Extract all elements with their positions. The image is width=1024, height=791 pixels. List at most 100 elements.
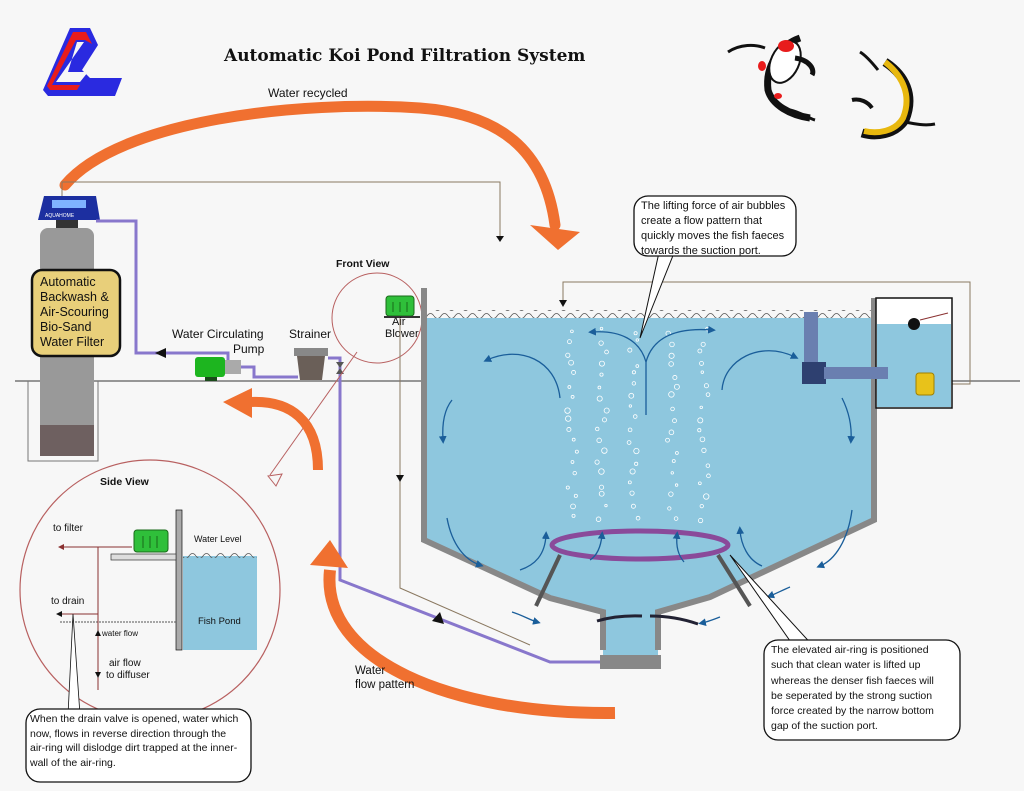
- fish-pond-label: Fish Pond: [198, 616, 241, 627]
- air-bubble: [703, 493, 710, 500]
- strainer: [294, 348, 328, 380]
- air-bubble: [668, 391, 675, 398]
- air-bubble: [635, 338, 639, 342]
- air-ring: [534, 528, 752, 626]
- side-view-blower-icon: [133, 529, 169, 553]
- air-bubble: [570, 329, 574, 334]
- water-recycled-arrow: [59, 100, 580, 250]
- callout-elevated-ring-text: The elevated air-ring is positioned such…: [771, 644, 934, 733]
- air-bubble: [565, 352, 571, 358]
- air-bubble: [564, 407, 571, 414]
- air-bubble: [595, 426, 600, 432]
- air-bubble: [627, 427, 633, 433]
- air-bubble: [596, 437, 602, 444]
- side-view-pond: [60, 509, 257, 651]
- air-bubble: [698, 481, 702, 486]
- air-bubble: [599, 326, 604, 331]
- to-drain-label: to drain: [51, 596, 84, 607]
- air-bubble: [595, 516, 602, 522]
- air-bubble: [571, 437, 576, 442]
- water-flow-pattern-arrow: [323, 569, 616, 720]
- tank-flow-arrows: [438, 325, 856, 627]
- air-bubble: [570, 395, 575, 399]
- water-level-label: Water Level: [194, 534, 242, 544]
- air-bubble: [633, 331, 638, 336]
- air-bubble: [628, 404, 632, 408]
- air-bubble: [568, 359, 574, 366]
- callout-box-drain: [25, 708, 252, 783]
- air-bubble: [601, 417, 607, 423]
- water-flow-pattern-line1: Water: [355, 665, 385, 677]
- water-circulating-pump: [195, 357, 241, 381]
- pump-strainer-pipe: [241, 365, 298, 379]
- air-bubble: [604, 349, 609, 355]
- air-bubble: [673, 383, 680, 390]
- air-bubble: [627, 480, 632, 485]
- air-bubble: [566, 427, 572, 432]
- air-bubble: [626, 440, 632, 445]
- air-bubble: [667, 506, 672, 511]
- flow-arrow-upper: [249, 396, 323, 471]
- air-bubble: [700, 370, 705, 374]
- air-bubble: [698, 517, 704, 524]
- air-bubble: [570, 503, 576, 510]
- air-bubble: [571, 513, 576, 518]
- to-filter-label: to filter: [53, 523, 84, 534]
- air-bubble: [567, 385, 572, 389]
- air-bubble: [599, 484, 605, 490]
- air-bubble: [700, 341, 706, 347]
- air-bubble: [567, 339, 572, 345]
- air-bubble: [697, 417, 704, 424]
- air-bubble: [632, 414, 638, 419]
- water-flow-label: water flow: [101, 629, 138, 638]
- filter-description: Automatic Backwash & Air-Scouring Bio-Sa…: [40, 275, 109, 349]
- submersible-pump-icon: [915, 372, 935, 396]
- side-view-label: Side View: [100, 476, 150, 488]
- filter-brand: AQUAHOME: [45, 213, 75, 219]
- air-bubble: [706, 473, 711, 479]
- return-line: [61, 181, 501, 238]
- air-bubble: [672, 375, 678, 380]
- air-bubble: [670, 406, 675, 412]
- air-bubble: [672, 418, 677, 424]
- air-bubble: [634, 461, 639, 466]
- air-bubble: [697, 348, 703, 354]
- koi-fish-red-icon: [727, 34, 816, 122]
- air-flow-label-line1: air flow: [109, 658, 141, 669]
- air-bubble: [699, 436, 706, 443]
- zoom-connector-line: [269, 351, 358, 476]
- air-bubble: [599, 372, 604, 377]
- water-recycled-label: Water recycled: [268, 86, 348, 100]
- air-bubble: [628, 392, 635, 399]
- air-bubble: [665, 437, 670, 443]
- air-bubble: [668, 352, 675, 359]
- air-bubble: [597, 385, 602, 390]
- air-bubble: [604, 503, 608, 508]
- overflow-chamber: [875, 297, 953, 409]
- float-switch-icon: [908, 318, 920, 330]
- air-blower-label-line1: Air: [392, 316, 406, 328]
- air-bubble: [598, 490, 605, 497]
- air-flow-label-line2: to diffuser: [106, 670, 150, 681]
- air-bubble: [635, 364, 640, 368]
- air-bubble: [675, 451, 679, 455]
- air-bubble: [673, 516, 679, 521]
- air-bubble: [635, 515, 641, 521]
- callout-drain-valve-text: When the drain valve is opened, water wh…: [30, 713, 239, 769]
- air-bubble: [574, 449, 579, 454]
- air-bubbles: [564, 326, 711, 524]
- air-bubble: [674, 483, 679, 487]
- air-bubble: [697, 428, 702, 433]
- air-bubble: [669, 341, 675, 348]
- diagram-title: Automatic Koi Pond Filtration System: [223, 46, 585, 66]
- callout-pointer-top: [639, 247, 677, 339]
- air-bubble: [629, 468, 636, 475]
- air-line: [399, 318, 531, 646]
- air-bubble: [705, 392, 711, 397]
- air-bubble: [571, 370, 576, 375]
- company-logo: [43, 28, 122, 96]
- air-bubble: [699, 504, 704, 509]
- air-bubble: [565, 415, 572, 422]
- air-bubble: [671, 459, 676, 463]
